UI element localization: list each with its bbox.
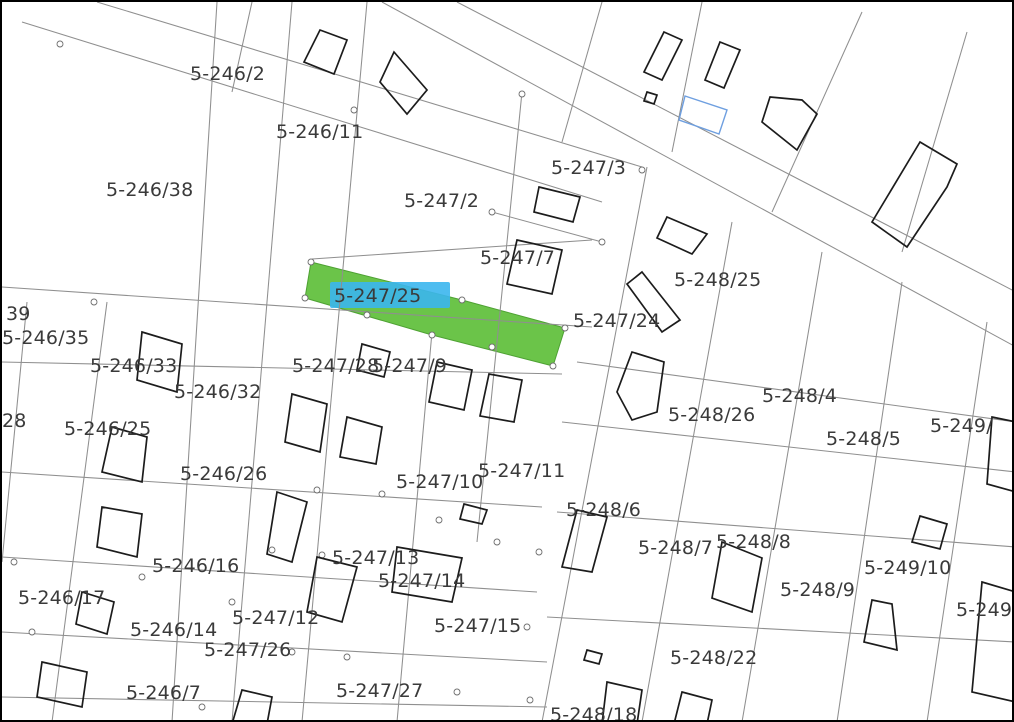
parcel-label: 5-247/15: [434, 615, 521, 637]
parcel-label: 5-246/14: [130, 619, 217, 641]
building-footprints: [36, 28, 1012, 720]
parcel-labels: 5-246/2 5-246/11 5-246/38 5-247/2 5-247/…: [2, 63, 1012, 722]
parcel-label: 5-246/2: [190, 63, 265, 85]
parcel-label: 5-248/18: [550, 704, 637, 722]
parcel-label: 5-247/7: [480, 247, 555, 269]
parcel-label: 5-247/12: [232, 607, 319, 629]
parcel-label: 39: [6, 303, 31, 325]
parcel-label: 5-248/9: [780, 579, 855, 601]
parcel-label: 5-247/13: [332, 547, 419, 569]
parcel-label: 5-246/35: [2, 327, 89, 349]
selected-parcel-label-highlight: [330, 282, 450, 308]
parcel-label: 5-246/25: [64, 418, 151, 440]
parcel-label: 5-247/28: [292, 355, 379, 377]
parcel-label: 5-248/26: [668, 404, 755, 426]
parcel-label: 5-248/25: [674, 269, 761, 291]
parcel-label: 5-248/4: [762, 385, 837, 407]
parcel-label: 5-249/: [930, 415, 993, 437]
parcel-label: 5-246/11: [276, 121, 363, 143]
parcel-label: 5-248/7: [638, 537, 713, 559]
parcel-label: 5-249: [956, 599, 1012, 621]
parcel-label: 5-247/10: [396, 471, 483, 493]
parcel-label: 5-247/2: [404, 190, 479, 212]
parcel-label: 28: [2, 410, 27, 432]
selected-parcel-label: 5-247/25: [334, 285, 421, 307]
parcel-label: 5-247/9: [372, 355, 447, 377]
parcel-label: 5-249/10: [864, 557, 951, 579]
parcel-label: 5-247/11: [478, 460, 565, 482]
parcel-label: 5-248/8: [716, 531, 791, 553]
selected-parcel-area[interactable]: [304, 261, 566, 367]
proposed-building-outline: [678, 95, 728, 135]
parcel-label: 5-246/17: [18, 587, 105, 609]
parcel-label: 5-246/16: [152, 555, 239, 577]
parcel-label: 5-246/38: [106, 179, 193, 201]
parcel-label: 5-246/26: [180, 463, 267, 485]
parcel-label: 5-248/22: [670, 647, 757, 669]
parcel-label: 5-248/5: [826, 428, 901, 450]
parcel-label: 5-247/24: [573, 310, 660, 332]
parcel-label: 5-246/7: [126, 682, 201, 704]
parcel-label: 5-247/26: [204, 639, 291, 661]
parcel-label: 5-248/6: [566, 499, 641, 521]
parcel-label: 5-246/32: [174, 381, 261, 403]
boundary-vertices: [10, 40, 646, 711]
parcel-label: 5-247/14: [378, 570, 465, 592]
parcel-label: 5-246/33: [90, 355, 177, 377]
parcel-label: 5-247/27: [336, 680, 423, 702]
parcel-label: 5-247/3: [551, 157, 626, 179]
